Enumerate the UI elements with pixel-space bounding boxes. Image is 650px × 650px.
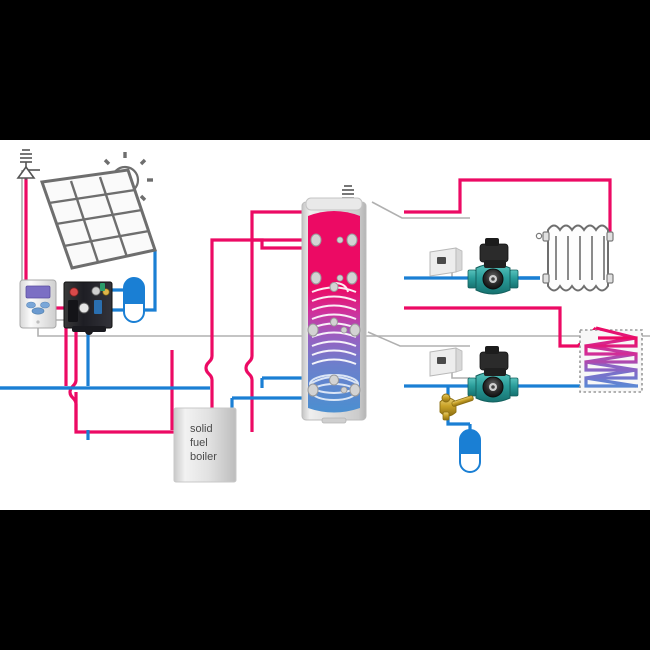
pipe-boiler-flow-b xyxy=(244,210,306,432)
wire-tank-sensor-upper xyxy=(371,201,470,219)
schematic-svg: solid fuel boiler xyxy=(0,149,650,483)
solid-fuel-boiler: solid fuel boiler xyxy=(173,407,237,483)
schematic-canvas: solid fuel boiler xyxy=(0,140,650,510)
pipe-boiler-flow-a xyxy=(204,238,306,432)
boiler-label-line1: solid xyxy=(190,423,213,435)
fill-valve[interactable] xyxy=(439,393,474,421)
tank-ports xyxy=(307,233,361,397)
pipe-tank-mid-tap xyxy=(252,238,306,250)
pump-underfloor[interactable] xyxy=(467,346,519,403)
tank-sensor-pockets xyxy=(336,236,348,394)
solar-controller[interactable] xyxy=(19,279,57,329)
controller-button-right xyxy=(40,301,50,309)
solar-expansion-vessel xyxy=(123,277,145,323)
valve-triangle-solar xyxy=(16,165,36,179)
controller-display xyxy=(25,285,51,299)
boiler-label-line2: fuel xyxy=(190,437,208,449)
wire-tank-sensor-lower xyxy=(367,331,470,347)
boiler-label-line3: boiler xyxy=(190,451,217,463)
pump-radiator[interactable] xyxy=(467,238,519,295)
pump-controller-underfloor[interactable] xyxy=(429,347,463,377)
buffer-tank xyxy=(301,197,367,424)
controller-button-center xyxy=(31,307,45,315)
solar-pump-station[interactable] xyxy=(63,281,113,335)
pipe-solar-primary-return xyxy=(68,288,212,434)
pipe-ufh-flow xyxy=(404,306,598,348)
pump-controller-radiator[interactable] xyxy=(429,247,463,277)
wire-controller-bus xyxy=(37,328,650,337)
radiator xyxy=(535,224,614,292)
controller-button-left xyxy=(26,301,36,309)
ufh-loop-shape xyxy=(584,336,638,388)
safety-valve-solar xyxy=(16,149,40,180)
heating-expansion-vessel xyxy=(459,429,481,473)
pipe-collector-return xyxy=(86,250,157,386)
controller-led xyxy=(36,320,40,324)
underfloor-heating xyxy=(579,326,643,393)
solar-collector xyxy=(39,168,157,270)
